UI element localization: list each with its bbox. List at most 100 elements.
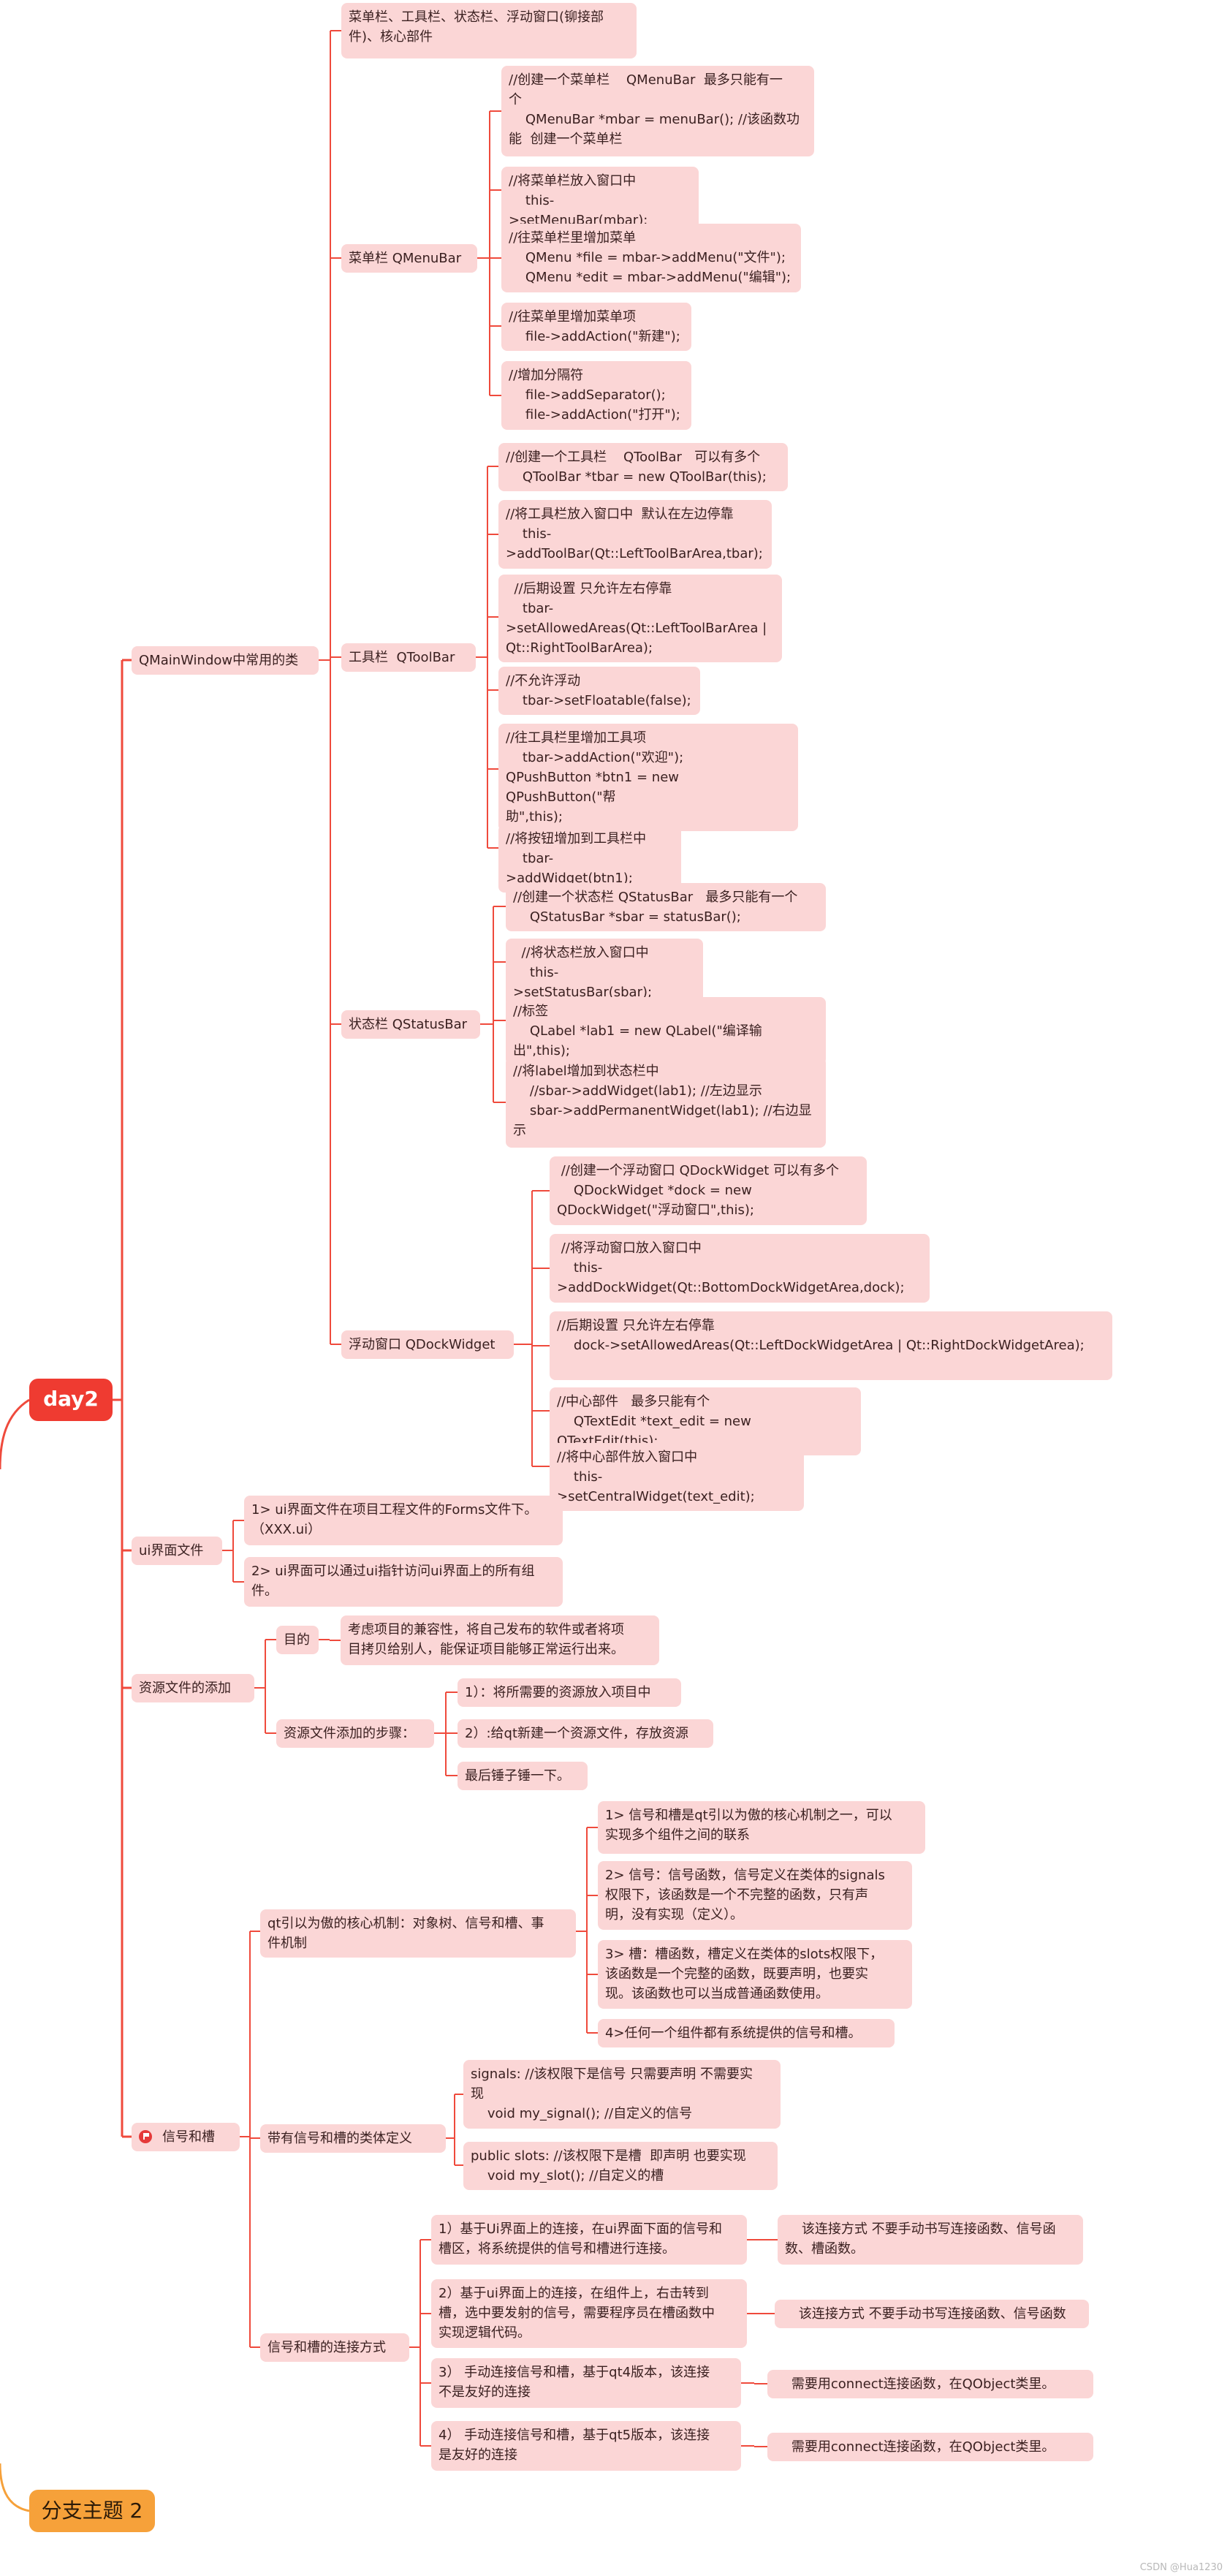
topic-text: //往工具栏里增加工具项 tbar->addAction("欢迎"); QPus… (506, 730, 684, 825)
topic-text: 2）:给qt新建一个资源文件，存放资源 (465, 1726, 688, 1741)
subtopic-2-ui-ui-ui[interactable]: 2> ui界面可以通过ui指针访问ui界面上的所有组 件。 (244, 1557, 563, 1607)
subtopic[interactable]: 该连接方式 不要手动书写连接函数、信号函数 (775, 2300, 1089, 2328)
main-topic[interactable]: 信号和槽 (132, 2123, 240, 2151)
main-topic[interactable]: 资源文件的添加 (132, 1674, 254, 1702)
subtopic-1[interactable]: 1）：将所需要的资源放入项目中 (458, 1678, 681, 1707)
subtopic-2-ui[interactable]: 2）基于ui界面上的连接，在组件上，右击转到 槽，选中要发射的信号，需要程序员在… (431, 2279, 747, 2348)
subtopic-qtoolbar-qtoolbar-tbar-new-qtoolbar-this[interactable]: //创建一个工具栏 QToolBar 可以有多个 QToolBar *tbar … (498, 443, 788, 491)
topic-text: 工具栏 QToolBar (349, 650, 455, 665)
topic-text: //将label增加到状态栏中 //sbar->addWidget(lab1);… (513, 1064, 812, 1138)
subtopic-this-setcentralwidget-text-edit[interactable]: //将中心部件放入窗口中 this->setCentralWidget(text… (550, 1443, 804, 1511)
topic-text: //后期设置 只允许左右停靠 tbar- >setAllowedAreas(Qt… (506, 581, 767, 656)
subtopic-tbar-addwidget-btn1[interactable]: //将按钮增加到工具栏中 tbar->addWidget(btn1); (498, 825, 681, 893)
subtopic-1-qt[interactable]: 1> 信号和槽是qt引以为傲的核心机制之一，可以 实现多个组件之间的联系 (598, 1801, 925, 1854)
subtopic-qmenu-file-mbar-addmenu-qmenu-edit-mbar-[interactable]: //往菜单栏里增加菜单 QMenu *file = mbar->addMenu(… (501, 224, 801, 292)
subtopic-1-ui-ui[interactable]: 1）基于Ui界面上的连接，在ui界面下面的信号和 槽区，将系统提供的信号和槽进行… (431, 2215, 747, 2265)
topic-text: qt引以为傲的核心机制：对象树、信号和槽、事 件机制 (267, 1916, 544, 1951)
subtopic-this-setstatusbar-sbar[interactable]: //将状态栏放入窗口中 this->setStatusBar(sbar); (506, 939, 703, 1007)
topic-text: 信号和槽的连接方式 (267, 2340, 386, 2355)
main-topic-ui[interactable]: ui界面文件 (132, 1537, 222, 1565)
topic-text: 考虑项目的兼容性，将自己发布的软件或者将项 目拷贝给别人，能保证项目能够正常运行… (348, 1622, 624, 1657)
topic-text: 4） 手动连接信号和槽，基于qt5版本，该连接 是友好的连接 (439, 2428, 710, 2463)
subtopic-4[interactable]: 4>任何一个组件都有系统提供的信号和槽。 (598, 2019, 895, 2047)
subtopic[interactable]: 考虑项目的兼容性，将自己发布的软件或者将项 目拷贝给别人，能保证项目能够正常运行… (341, 1615, 659, 1665)
subtopic[interactable]: 信号和槽的连接方式 (260, 2333, 409, 2362)
subtopic-qdockwidget-qdockwidget-dock-new-qdockwi[interactable]: //创建一个浮动窗口 QDockWidget 可以有多个 QDockWidget… (550, 1156, 867, 1225)
root-topic[interactable]: day2 (29, 1379, 113, 1421)
subtopic[interactable]: 资源文件添加的步骤： (276, 1719, 434, 1748)
topic-text: //将按钮增加到工具栏中 tbar->addWidget(btn1); (506, 831, 647, 886)
topic-text: 分支主题 2 (41, 2499, 143, 2523)
subtopic-file-addseparator-file-addaction[interactable]: //增加分隔符 file->addSeparator(); file->addA… (501, 361, 691, 430)
topic-text: //创建一个状态栏 QStatusBar 最多只能有一个 QStatusBar … (513, 890, 798, 925)
topic-text: 1）：将所需要的资源放入项目中 (465, 1685, 651, 1700)
topic-text: 该连接方式 不要手动书写连接函数、信号函 数、槽函数。 (785, 2221, 1056, 2257)
topic-text: 1> ui界面文件在项目工程文件的Forms文件下。 （XXX.ui） (251, 1502, 538, 1537)
topic-text: 资源文件添加的步骤： (284, 1726, 415, 1741)
subtopic-signals-void-my-signal[interactable]: signals: //该权限下是信号 只需要声明 不需要实 现 void my_… (463, 2060, 781, 2129)
topic-text: 需要用connect连接函数，在QObject类里。 (775, 2439, 1055, 2455)
root-tail-line (0, 1398, 30, 1470)
topic-text: //中心部件 最多只能有个 QTextEdit *text_edit = new… (557, 1394, 751, 1449)
subtopic-2-qt[interactable]: 2）:给qt新建一个资源文件，存放资源 (458, 1719, 713, 1748)
topic-text: 带有信号和槽的类体定义 (267, 2131, 412, 2146)
subtopic-3-slots[interactable]: 3> 槽：槽函数，槽定义在类体的slots权限下， 该函数是一个完整的函数，既要… (598, 1940, 912, 2009)
topic-text: public slots: //该权限下是槽 即声明 也要实现 void my_… (471, 2148, 746, 2183)
subtopic-1-ui-forms-xxx-ui[interactable]: 1> ui界面文件在项目工程文件的Forms文件下。 （XXX.ui） (244, 1496, 563, 1545)
subtopic[interactable]: 菜单栏、工具栏、状态栏、浮动窗口(铆接部 件)、核心部件 (341, 3, 637, 58)
topic-text: 需要用connect连接函数，在QObject类里。 (775, 2376, 1055, 2392)
topic-text: //将状态栏放入窗口中 this->setStatusBar(sbar); (513, 945, 653, 1000)
topic-text: //创建一个浮动窗口 QDockWidget 可以有多个 QDockWidget… (557, 1163, 840, 1218)
topic-text: 资源文件的添加 (139, 1681, 231, 1696)
subtopic-qt[interactable]: qt引以为傲的核心机制：对象树、信号和槽、事 件机制 (260, 1909, 576, 1958)
subtopic-qstatusbar[interactable]: 状态栏 QStatusBar (341, 1010, 480, 1039)
topic-text: 菜单栏、工具栏、状态栏、浮动窗口(铆接部 件)、核心部件 (349, 10, 604, 45)
topic-text: //后期设置 只允许左右停靠 dock->setAllowedAreas(Qt:… (557, 1318, 1085, 1353)
topic-text: 2> 信号：信号函数，信号定义在类体的signals 权限下，该函数是一个不完整… (605, 1868, 885, 1922)
subtopic-4-qt5[interactable]: 4） 手动连接信号和槽，基于qt5版本，该连接 是友好的连接 (431, 2421, 741, 2471)
subtopic-3-qt4[interactable]: 3） 手动连接信号和槽，基于qt4版本，该连接 不是友好的连接 (431, 2358, 741, 2408)
topic-text: 最后锤子锤一下。 (465, 1768, 570, 1784)
subtopic[interactable]: 带有信号和槽的类体定义 (260, 2124, 446, 2153)
main-topic-qmainwindow[interactable]: QMainWindow中常用的类 (132, 646, 319, 675)
subtopic-connect-qobject[interactable]: 需要用connect连接函数，在QObject类里。 (767, 2370, 1093, 2398)
subtopic-qmenubar-qmenubar-mbar-menubar[interactable]: //创建一个菜单栏 QMenuBar 最多只能有一 个 QMenuBar *mb… (501, 66, 814, 156)
subtopic-this-addtoolbar-qt-lefttoolbararea-tbar[interactable]: //将工具栏放入窗口中 默认在左边停靠 this- >addToolBar(Qt… (498, 500, 772, 569)
subtopic-qdockwidget[interactable]: 浮动窗口 QDockWidget (341, 1330, 514, 1359)
topic-text: 3> 槽：槽函数，槽定义在类体的slots权限下， 该函数是一个完整的函数，既要… (605, 1947, 884, 2001)
subtopic[interactable]: 目的 (276, 1626, 319, 1654)
topic-text: 2）基于ui界面上的连接，在组件上，右击转到 槽，选中要发射的信号，需要程序员在… (439, 2286, 715, 2341)
subtopic[interactable]: 最后锤子锤一下。 (458, 1762, 588, 1790)
subtopic-tbar-setfloatable-false[interactable]: //不允许浮动 tbar->setFloatable(false); (498, 667, 700, 715)
topic-text: 4>任何一个组件都有系统提供的信号和槽。 (605, 2026, 862, 2041)
floating-topic[interactable]: 分支主题 2 (29, 2490, 155, 2532)
topic-text: //将工具栏放入窗口中 默认在左边停靠 this- >addToolBar(Qt… (506, 507, 763, 561)
topic-text: 3） 手动连接信号和槽，基于qt4版本，该连接 不是友好的连接 (439, 2365, 710, 2400)
subtopic-public-slots-void-my-slot[interactable]: public slots: //该权限下是槽 即声明 也要实现 void my_… (463, 2142, 778, 2190)
subtopic-qmenubar[interactable]: 菜单栏 QMenuBar (341, 244, 477, 273)
subtopic-tbar-setallowedareas-qt-lefttoolbararea-[interactable]: //后期设置 只允许左右停靠 tbar- >setAllowedAreas(Qt… (498, 575, 782, 662)
subtopic[interactable]: 该连接方式 不要手动书写连接函数、信号函 数、槽函数。 (778, 2215, 1083, 2265)
topic-text: //创建一个工具栏 QToolBar 可以有多个 QToolBar *tbar … (506, 450, 767, 485)
topic-text: 2> ui界面可以通过ui指针访问ui界面上的所有组 件。 (251, 1564, 535, 1599)
topic-text: 目的 (284, 1632, 310, 1648)
flag-icon (139, 2130, 152, 2143)
subtopic-this-setmenubar-mbar[interactable]: //将菜单栏放入窗口中 this->setMenuBar(mbar); (501, 167, 699, 235)
subtopic-qtoolbar[interactable]: 工具栏 QToolBar (341, 643, 476, 672)
topic-text: 该连接方式 不要手动书写连接函数、信号函数 (782, 2306, 1066, 2322)
subtopic-file-addaction[interactable]: //往菜单里增加菜单项 file->addAction("新建"); (501, 303, 691, 351)
subtopic-tbar-addaction-qpushbutton-btn1-new-qpus[interactable]: //往工具栏里增加工具项 tbar->addAction("欢迎"); QPus… (498, 724, 798, 831)
subtopic-2-signals[interactable]: 2> 信号：信号函数，信号定义在类体的signals 权限下，该函数是一个不完整… (598, 1861, 912, 1930)
topic-text: ui界面文件 (139, 1543, 204, 1558)
subtopic-qlabel-lab1-new-qlabel-this[interactable]: //标签 QLabel *lab1 = new QLabel("编译输出",th… (506, 997, 826, 1065)
topic-text: //往菜单里增加菜单项 file->addAction("新建"); (509, 309, 680, 344)
subtopic-connect-qobject[interactable]: 需要用connect连接函数，在QObject类里。 (767, 2433, 1093, 2461)
topic-text: 1）基于Ui界面上的连接，在ui界面下面的信号和 槽区，将系统提供的信号和槽进行… (439, 2221, 723, 2257)
subtopic-dock-setallowedareas-qt-leftdockwidgetar[interactable]: //后期设置 只允许左右停靠 dock->setAllowedAreas(Qt:… (550, 1311, 1112, 1380)
subtopic-qstatusbar-qstatusbar-sbar-statusbar[interactable]: //创建一个状态栏 QStatusBar 最多只能有一个 QStatusBar … (506, 883, 826, 931)
topic-text: 状态栏 QStatusBar (349, 1017, 468, 1032)
subtopic-this-adddockwidget-qt-bottomdockwidgetar[interactable]: //将浮动窗口放入窗口中 this- >addDockWidget(Qt::Bo… (550, 1234, 930, 1303)
topic-text: 1> 信号和槽是qt引以为傲的核心机制之一，可以 实现多个组件之间的联系 (605, 1808, 892, 1843)
topic-text: 信号和槽 (162, 2129, 215, 2145)
subtopic-label-sbar-addwidget-lab1-sbar-addperman[interactable]: //将label增加到状态栏中 //sbar->addWidget(lab1);… (506, 1057, 826, 1148)
